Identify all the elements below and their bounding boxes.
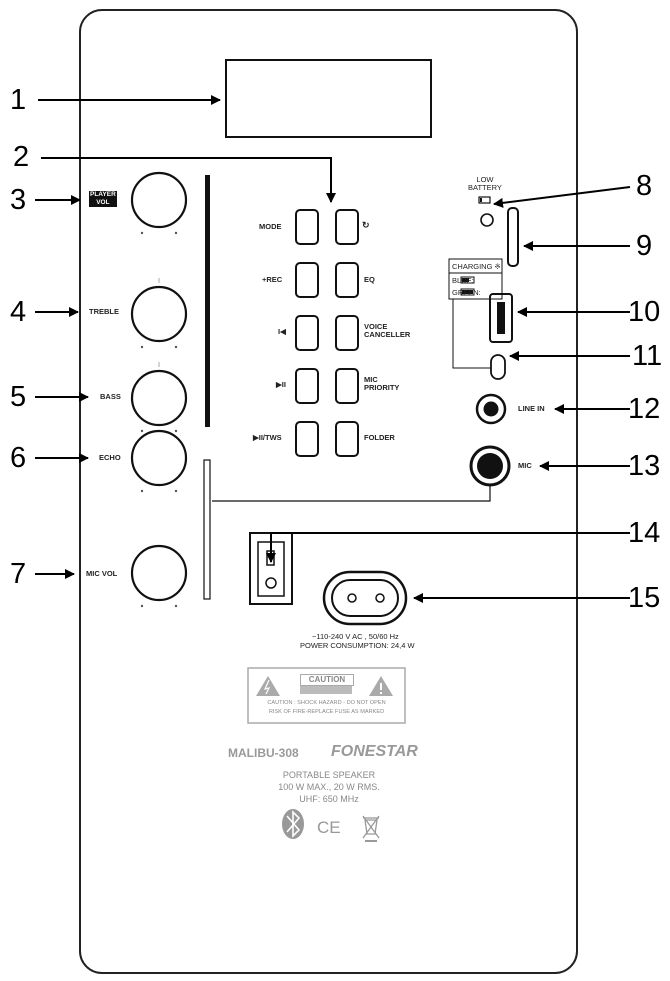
rec-label: +REC: [262, 275, 283, 284]
low-battery-led: [480, 213, 494, 227]
charging-label: CHARGING ※: [452, 262, 501, 271]
player-vol-knob[interactable]: [130, 171, 188, 229]
mic-jack-label: MIC: [518, 461, 532, 470]
callout-1: 1: [10, 84, 27, 116]
folder-button[interactable]: [335, 421, 359, 457]
callout-11: 11: [632, 340, 663, 372]
repeat-icon: ↻: [362, 220, 370, 230]
caution-title: CAUTION: [300, 674, 354, 686]
ce-mark: CE: [317, 818, 341, 837]
echo-knob[interactable]: [130, 429, 188, 487]
usb-port[interactable]: [489, 293, 513, 343]
line-in-label: LINE IN: [518, 404, 545, 413]
product-type: PORTABLE SPEAKER: [282, 770, 376, 780]
caution-line-1: CAUTION : SHOCK HAZARD - DO NOT OPEN: [267, 700, 386, 706]
mic-priority-button[interactable]: [335, 368, 359, 404]
folder-label: FOLDER: [364, 433, 395, 442]
sd-card-slot[interactable]: [507, 207, 519, 267]
bass-knob[interactable]: [130, 369, 188, 427]
callout-9: 9: [636, 230, 653, 262]
eq-button[interactable]: [335, 262, 359, 298]
callout-4: 4: [10, 296, 27, 328]
callout-2: 2: [13, 141, 30, 173]
mic-vol-label: MIC VOL: [86, 569, 118, 578]
play-pause-icon: ▶II: [276, 380, 286, 389]
echo-label: ECHO: [99, 453, 121, 462]
bluetooth-icon: [282, 809, 304, 839]
product-power: 100 W MAX., 20 W RMS.: [278, 782, 380, 792]
callout-3: 3: [10, 184, 27, 216]
callout-15: 15: [628, 582, 661, 614]
eq-label: EQ: [364, 275, 375, 284]
callout-8: 8: [636, 170, 653, 202]
voltage-text: ~110-240 V AC , 50/60 Hz: [312, 632, 399, 641]
mode-label: MODE: [259, 222, 282, 231]
treble-knob[interactable]: [130, 285, 188, 343]
line-in-jack[interactable]: [475, 393, 507, 425]
divider-bar: [205, 175, 210, 427]
treble-label: TREBLE: [89, 307, 119, 316]
product-uhf: UHF: 650 MHz: [299, 794, 359, 804]
prev-button[interactable]: [295, 315, 319, 351]
ac-power-inlet[interactable]: [322, 570, 408, 626]
display-screen: [225, 59, 432, 138]
play-tws-button[interactable]: [295, 421, 319, 457]
divider-bar-outline: [203, 459, 211, 600]
callout-14: 14: [628, 517, 661, 549]
callout-10: 10: [628, 296, 661, 328]
model-name: MALIBU-308: [228, 746, 299, 760]
callout-7: 7: [10, 558, 27, 590]
charging-led: [490, 354, 506, 380]
callout-13: 13: [628, 450, 661, 482]
callout-12: 12: [628, 393, 661, 425]
callout-6: 6: [10, 442, 27, 474]
power-consumption-text: POWER CONSUMPTION: 24,4 W: [300, 641, 415, 650]
play-tws-label: ▶II/TWS: [253, 433, 282, 442]
voice-canceller-button[interactable]: [335, 315, 359, 351]
brand-logo: FONESTAR: [331, 743, 418, 760]
blue-label: BLUE:: [452, 276, 474, 285]
green-label: GREEN:: [452, 288, 481, 297]
bass-label: BASS: [100, 392, 121, 401]
prev-icon: I◀: [278, 327, 286, 336]
caution-label: [247, 667, 406, 724]
weee-bin-icon: [362, 815, 380, 842]
rec-button[interactable]: [295, 262, 319, 298]
caution-line-2: RISK OF FIRE-REPLACE FUSE AS MARKED: [268, 709, 385, 715]
mode-button[interactable]: [295, 209, 319, 245]
repeat-button[interactable]: [335, 209, 359, 245]
play-pause-button[interactable]: [295, 368, 319, 404]
mic-vol-knob[interactable]: [130, 544, 188, 602]
callout-5: 5: [10, 381, 27, 413]
